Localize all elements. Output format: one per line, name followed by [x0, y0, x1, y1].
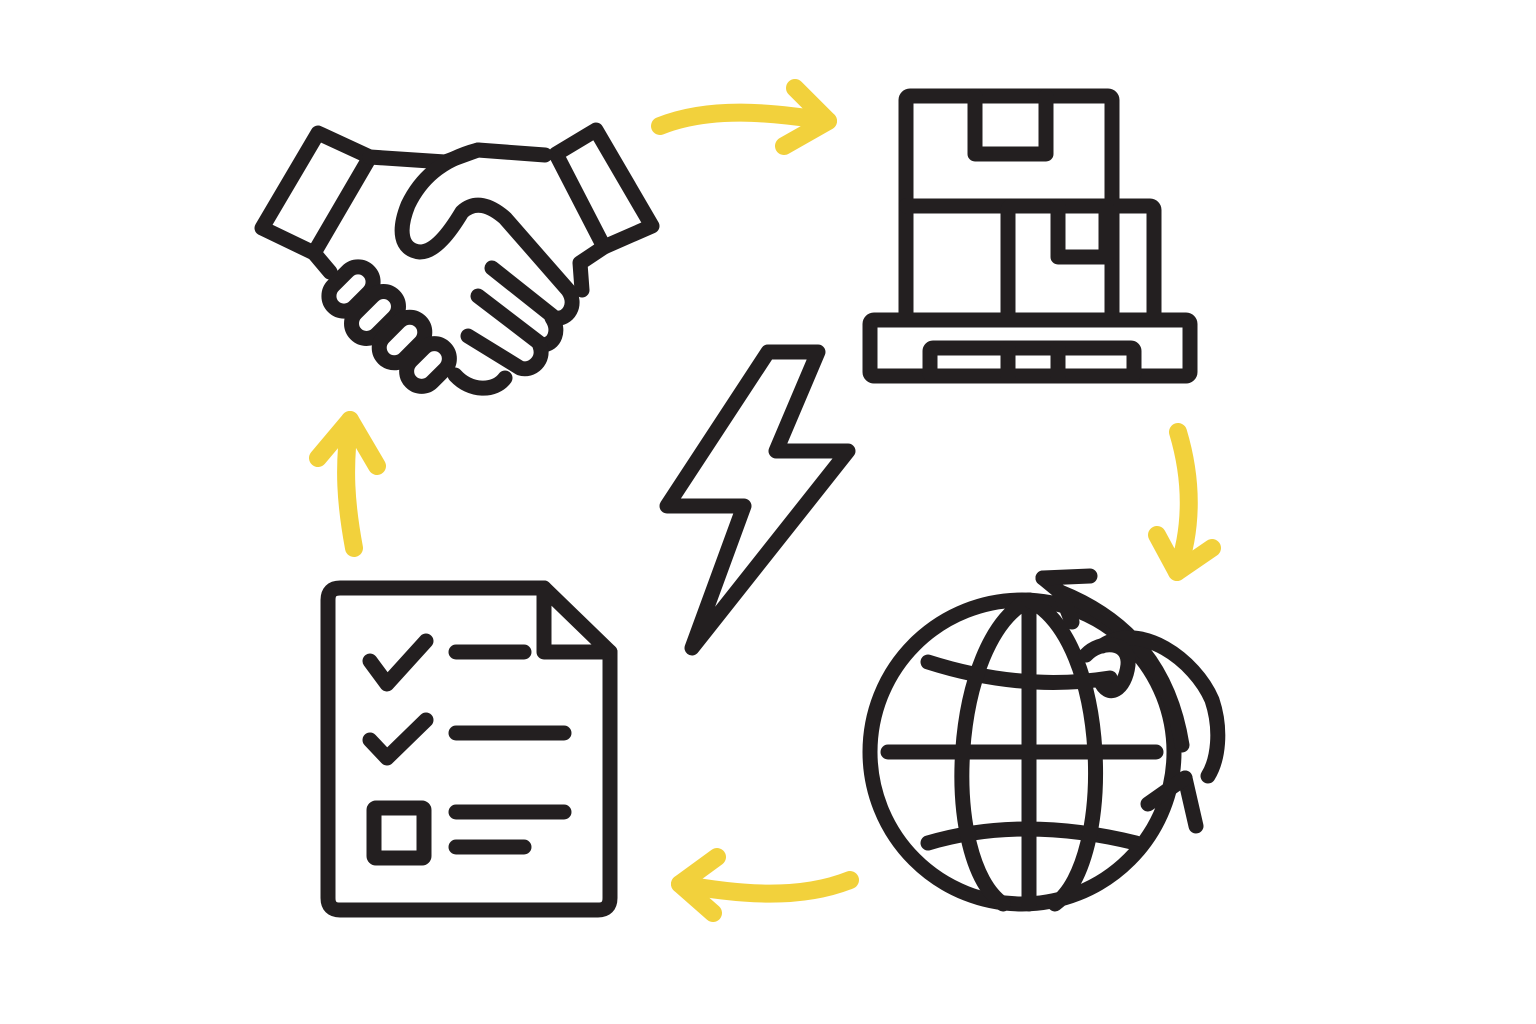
arrow-up-icon — [309, 411, 386, 557]
lightning-bolt-icon — [659, 344, 856, 656]
arrow-right-icon — [651, 79, 837, 155]
arrow-down-icon — [1148, 423, 1221, 581]
arrow-left-icon — [671, 848, 859, 922]
pallet-boxes-icon — [862, 88, 1198, 384]
checklist-document-icon — [320, 580, 618, 918]
handshake-icon — [254, 122, 660, 396]
globe-arrows-icon — [862, 568, 1226, 912]
